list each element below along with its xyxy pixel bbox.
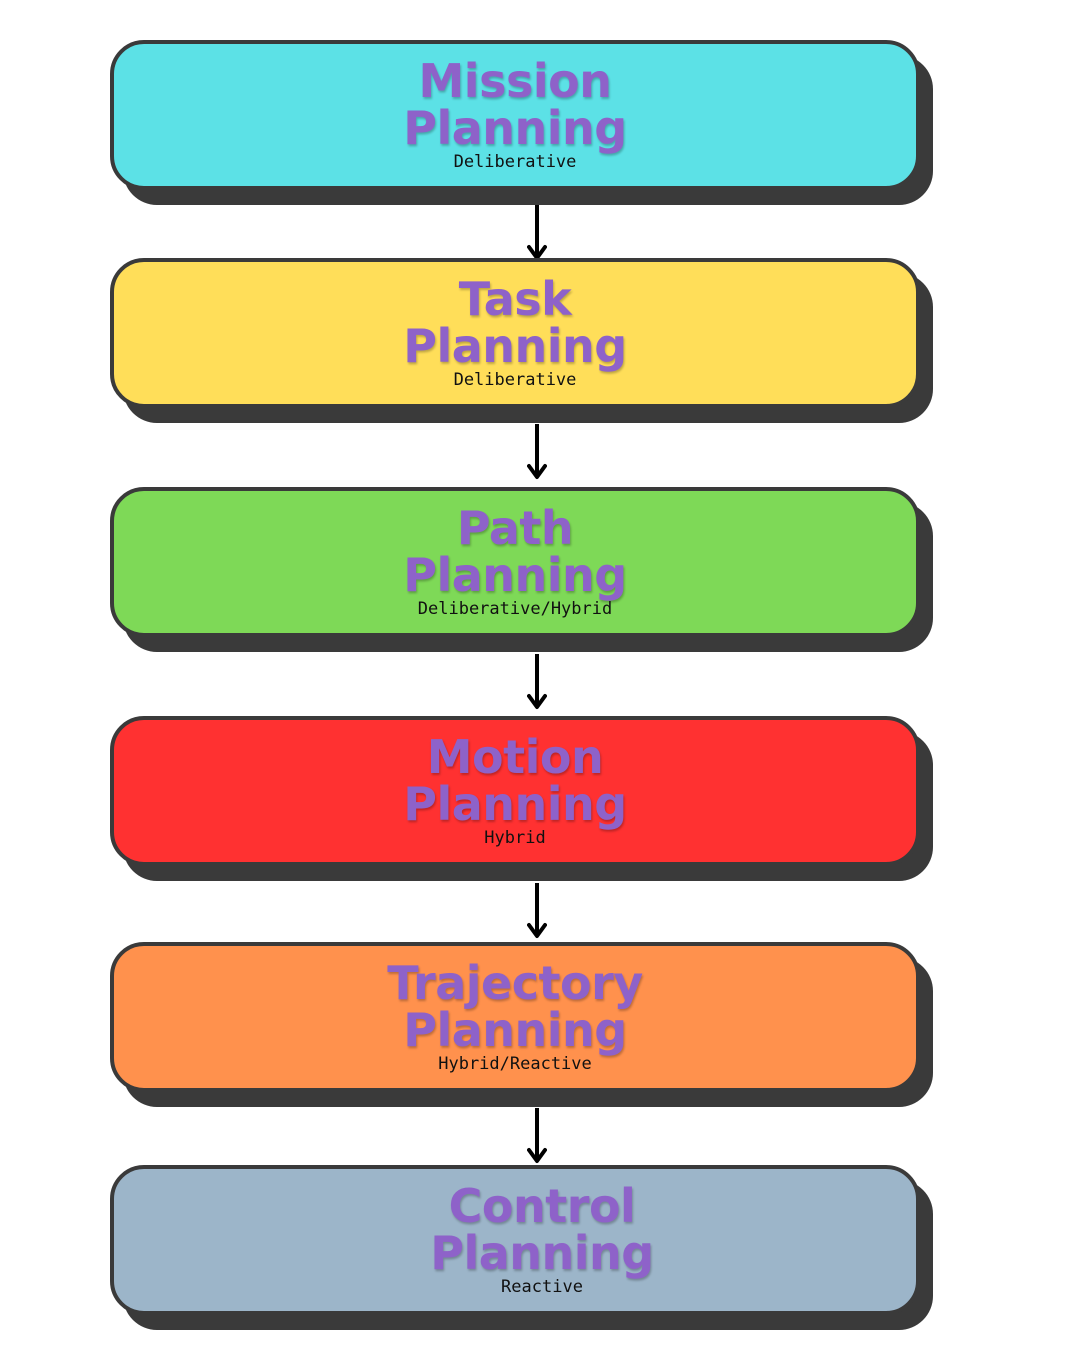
stage-box: Control Planning Reactive <box>110 1165 920 1315</box>
stage-trajectory-planning: Trajectory Planning Hybrid/Reactive <box>110 942 933 1107</box>
stage-title-line1: Control <box>448 1179 636 1233</box>
stage-control-planning: Control Planning Reactive <box>110 1165 933 1330</box>
stage-task-planning: Task Planning Deliberative <box>110 258 933 423</box>
stage-subtitle: Deliberative/Hybrid <box>417 599 613 619</box>
stage-motion-planning: Motion Planning Hybrid <box>110 716 933 881</box>
stage-title-line2: Planning <box>403 548 627 602</box>
stage-title-line1: Mission <box>418 54 612 108</box>
stage-box: Task Planning Deliberative <box>110 258 920 408</box>
down-arrow-icon <box>527 205 547 260</box>
stage-mission-planning: Mission Planning Deliberative <box>110 40 933 205</box>
stage-box: Path Planning Deliberative/Hybrid <box>110 487 920 637</box>
stage-box: Trajectory Planning Hybrid/Reactive <box>110 942 920 1092</box>
stage-title-line2: Planning <box>403 101 627 155</box>
down-arrow-icon <box>527 1108 547 1163</box>
stage-title-line2: Planning <box>403 777 627 831</box>
down-arrow-icon <box>527 654 547 709</box>
stage-title-line1: Task <box>458 272 572 326</box>
stage-subtitle: Hybrid/Reactive <box>438 1054 592 1074</box>
down-arrow-icon <box>527 883 547 938</box>
stage-subtitle: Deliberative <box>453 370 577 390</box>
stage-subtitle: Deliberative <box>453 152 577 172</box>
stage-title-line2: Planning <box>430 1226 654 1280</box>
down-arrow-icon <box>527 424 547 479</box>
stage-title-line2: Planning <box>403 319 627 373</box>
stage-title-line1: Trajectory <box>387 956 643 1010</box>
stage-title-line1: Motion <box>426 730 604 784</box>
stage-subtitle: Hybrid <box>484 828 546 848</box>
stage-title-line1: Path <box>456 501 574 555</box>
stage-title-line2: Planning <box>403 1003 627 1057</box>
stage-box: Motion Planning Hybrid <box>110 716 920 866</box>
stage-path-planning: Path Planning Deliberative/Hybrid <box>110 487 933 652</box>
stage-box: Mission Planning Deliberative <box>110 40 920 190</box>
stage-subtitle: Reactive <box>501 1277 583 1297</box>
